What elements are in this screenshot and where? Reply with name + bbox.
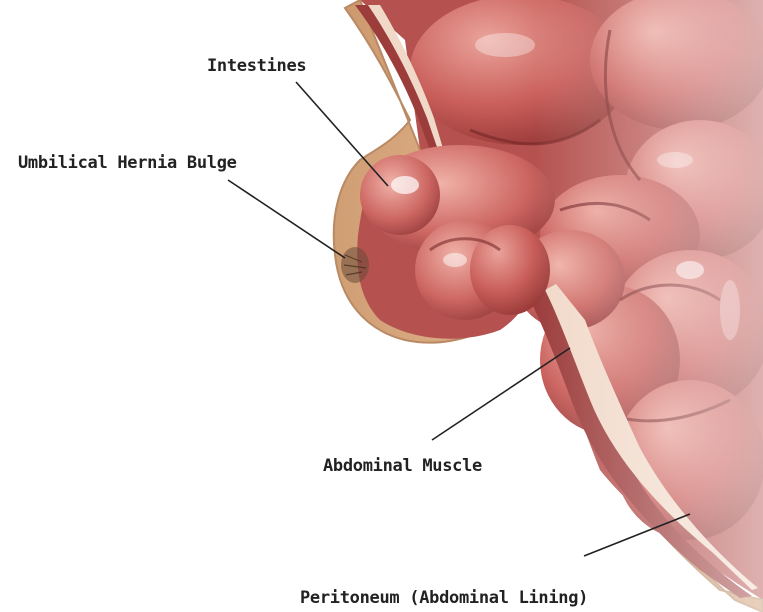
abdominal-muscle-label: Abdominal Muscle	[323, 456, 482, 476]
peritoneum-label: Peritoneum (Abdominal Lining)	[300, 588, 588, 608]
hernia-bulge-label: Umbilical Hernia Bulge	[18, 153, 237, 173]
intestines-label: Intestines	[207, 56, 306, 76]
